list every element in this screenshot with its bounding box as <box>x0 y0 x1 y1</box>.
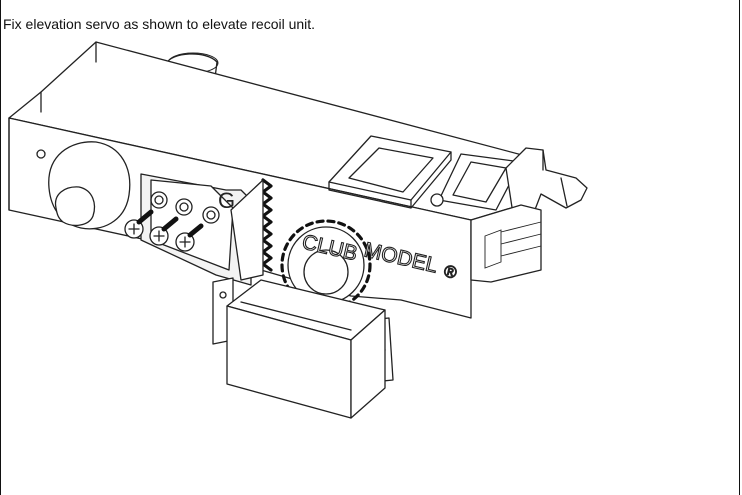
instruction-caption: Fix elevation servo as shown to elevate … <box>3 16 316 32</box>
panel-letter: G <box>218 188 235 213</box>
gear-rack <box>230 178 273 281</box>
registered-mark: ® <box>442 261 459 282</box>
rear-rail <box>430 193 542 283</box>
recoil-unit-illustration: G CLUB MODEL ® <box>8 41 588 419</box>
side-knob <box>48 141 131 230</box>
screws <box>124 209 204 252</box>
elevation-servo <box>226 279 386 419</box>
drive-gear <box>280 219 372 311</box>
top-window <box>328 135 522 211</box>
